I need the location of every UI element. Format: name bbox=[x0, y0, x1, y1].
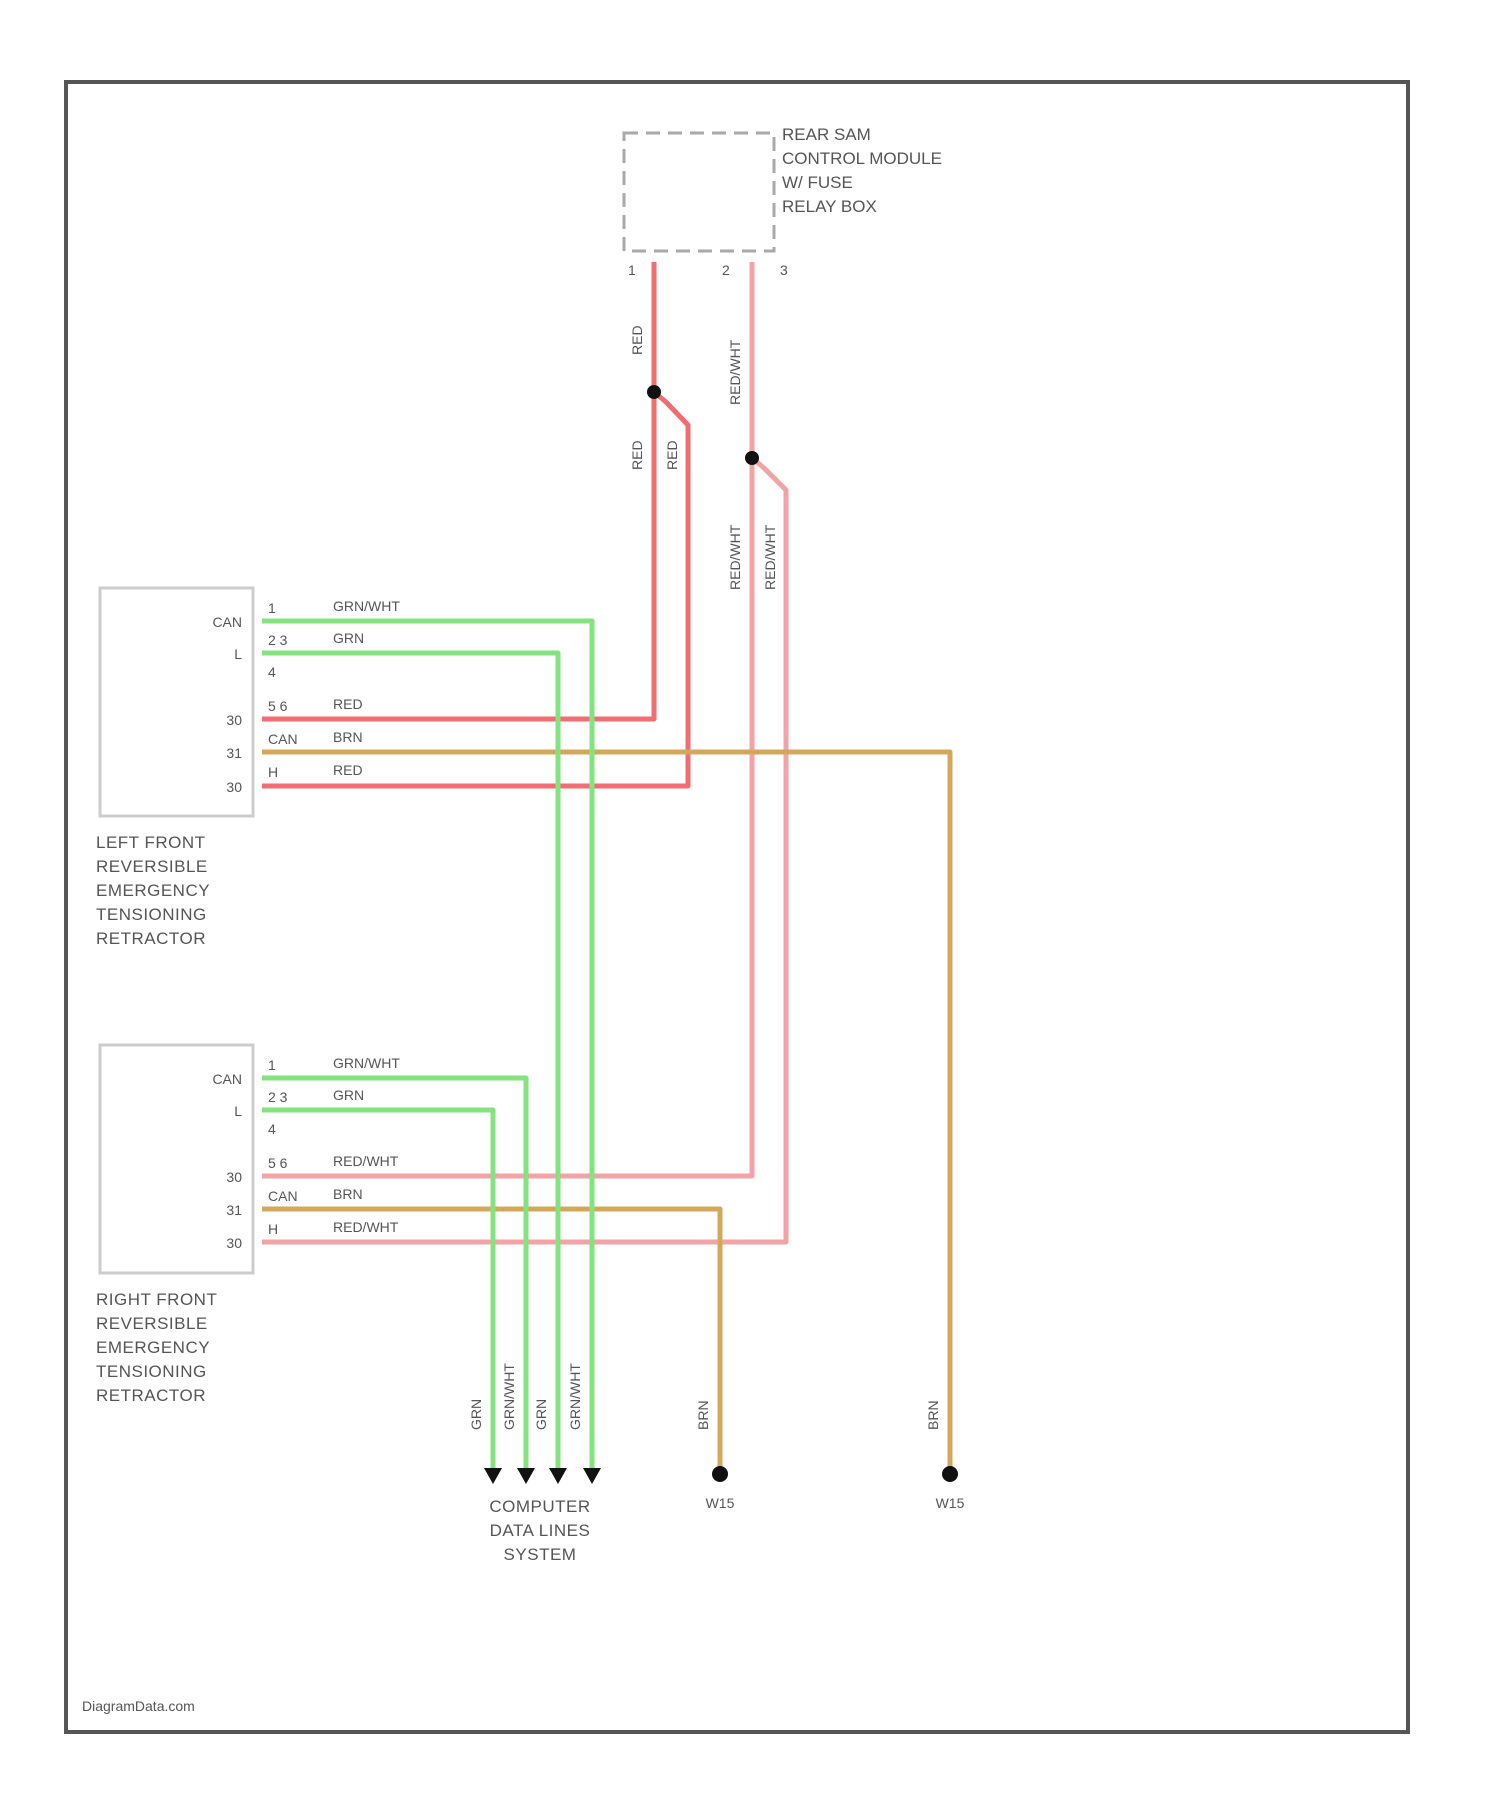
left-retractor-name-3: EMERGENCY bbox=[96, 881, 210, 900]
right-wire-label-2: GRN bbox=[333, 1087, 364, 1103]
terminal-arrow-1 bbox=[484, 1468, 502, 1484]
data-lines-label-1: COMPUTER bbox=[489, 1497, 590, 1516]
right-wire-label-1: GRN/WHT bbox=[333, 1055, 400, 1071]
ground-point-1 bbox=[712, 1466, 728, 1482]
right-wire-label-4: BRN bbox=[333, 1186, 363, 1202]
right-inner-label-l: L bbox=[234, 1103, 242, 1119]
ground-label-1: W15 bbox=[706, 1495, 735, 1511]
left-retractor-name-1: LEFT FRONT bbox=[96, 833, 206, 852]
left-pin-2-3: 2 3 bbox=[268, 632, 288, 648]
left-pin-1: 1 bbox=[268, 600, 276, 616]
red-feed-wires bbox=[262, 262, 688, 786]
vlabel-left-split-a: RED bbox=[629, 440, 645, 470]
data-lines-terminals bbox=[484, 1468, 601, 1484]
left-wire-label-2: GRN bbox=[333, 630, 364, 646]
right-pin-1: 1 bbox=[268, 1057, 276, 1073]
left-wire-label-4: BRN bbox=[333, 729, 363, 745]
right-retractor-name-4: TENSIONING bbox=[96, 1362, 207, 1381]
right-pin-4: 4 bbox=[268, 1121, 276, 1137]
module-label-line-2: CONTROL MODULE bbox=[782, 149, 942, 168]
module-pin-1: 1 bbox=[628, 262, 636, 278]
right-inner-label-30a: 30 bbox=[226, 1169, 242, 1185]
right-wire-label-3: RED/WHT bbox=[333, 1153, 399, 1169]
vlabel-bottom-3: GRN bbox=[533, 1399, 549, 1430]
terminal-arrow-2 bbox=[517, 1468, 535, 1484]
left-front-retractor: CAN L 30 31 30 1 2 3 4 5 6 CAN H GRN/WHT… bbox=[96, 588, 400, 948]
right-pin-2-3: 2 3 bbox=[268, 1089, 288, 1105]
left-inner-label-can: CAN bbox=[212, 614, 242, 630]
green-data-wires bbox=[262, 621, 592, 1470]
left-pin-4: 4 bbox=[268, 664, 276, 680]
module-pin-2: 2 bbox=[722, 262, 730, 278]
watermark: DiagramData.com bbox=[82, 1698, 195, 1714]
left-inner-label-30a: 30 bbox=[226, 712, 242, 728]
wire-left-splice-to-pinh bbox=[262, 392, 688, 786]
module-label-line-3: W/ FUSE bbox=[782, 173, 853, 192]
vlabel-bottom-4: GRN/WHT bbox=[567, 1363, 583, 1430]
splice-red bbox=[647, 385, 661, 399]
vlabel-module-pin3: RED/WHT bbox=[727, 339, 743, 405]
right-inner-label-31: 31 bbox=[226, 1202, 242, 1218]
terminal-arrow-3 bbox=[549, 1468, 567, 1484]
right-inner-label-can: CAN bbox=[212, 1071, 242, 1087]
vlabel-left-split-b: RED bbox=[664, 440, 680, 470]
vlabel-right-split-a: RED/WHT bbox=[727, 524, 743, 590]
left-wire-label-1: GRN/WHT bbox=[333, 598, 400, 614]
left-inner-label-30b: 30 bbox=[226, 779, 242, 795]
data-lines-label-3: SYSTEM bbox=[504, 1545, 577, 1564]
left-inner-label-31: 31 bbox=[226, 745, 242, 761]
wire-left-splice-to-pin5 bbox=[262, 392, 654, 719]
left-wire-label-5: RED bbox=[333, 762, 363, 778]
left-inner-label-l: L bbox=[234, 646, 242, 662]
terminal-arrow-4 bbox=[583, 1468, 601, 1484]
left-retractor-name-2: REVERSIBLE bbox=[96, 857, 208, 876]
right-retractor-name-1: RIGHT FRONT bbox=[96, 1290, 217, 1309]
module-pin-3: 3 bbox=[780, 262, 788, 278]
ground-point-2 bbox=[942, 1466, 958, 1482]
vlabel-module-pin1: RED bbox=[629, 325, 645, 355]
right-pin-5-6: 5 6 bbox=[268, 1155, 288, 1171]
module-label-line-1: REAR SAM bbox=[782, 125, 871, 144]
vlabel-ground-1: BRN bbox=[695, 1400, 711, 1430]
vlabel-ground-2: BRN bbox=[925, 1400, 941, 1430]
splice-red-wht bbox=[745, 451, 759, 465]
right-wire-label-5: RED/WHT bbox=[333, 1219, 399, 1235]
rear-sam-module-box bbox=[624, 133, 774, 251]
left-pin-h: H bbox=[268, 764, 278, 780]
right-retractor-name-3: EMERGENCY bbox=[96, 1338, 210, 1357]
right-pin-h: H bbox=[268, 1221, 278, 1237]
wire-left-can-h bbox=[262, 621, 592, 1470]
right-retractor-name-2: REVERSIBLE bbox=[96, 1314, 208, 1333]
module-label-line-4: RELAY BOX bbox=[782, 197, 877, 216]
wire-left-can-l bbox=[262, 653, 558, 1470]
right-front-retractor: CAN L 30 31 30 1 2 3 4 5 6 CAN H GRN/WHT… bbox=[96, 1045, 400, 1405]
diagram-frame bbox=[66, 82, 1408, 1732]
ground-label-2: W15 bbox=[936, 1495, 965, 1511]
right-inner-label-30b: 30 bbox=[226, 1235, 242, 1251]
left-pin-5-6: 5 6 bbox=[268, 698, 288, 714]
vlabel-bottom-2: GRN/WHT bbox=[501, 1363, 517, 1430]
vlabel-bottom-1: GRN bbox=[468, 1399, 484, 1430]
vlabel-right-split-b: RED/WHT bbox=[762, 524, 778, 590]
left-retractor-name-4: TENSIONING bbox=[96, 905, 207, 924]
data-lines-label-2: DATA LINES bbox=[490, 1521, 591, 1540]
left-wire-label-3: RED bbox=[333, 696, 363, 712]
left-retractor-name-5: RETRACTOR bbox=[96, 929, 206, 948]
left-pin-can: CAN bbox=[268, 731, 298, 747]
right-retractor-name-5: RETRACTOR bbox=[96, 1386, 206, 1405]
right-pin-can: CAN bbox=[268, 1188, 298, 1204]
wire-right-can-h bbox=[262, 1078, 526, 1470]
